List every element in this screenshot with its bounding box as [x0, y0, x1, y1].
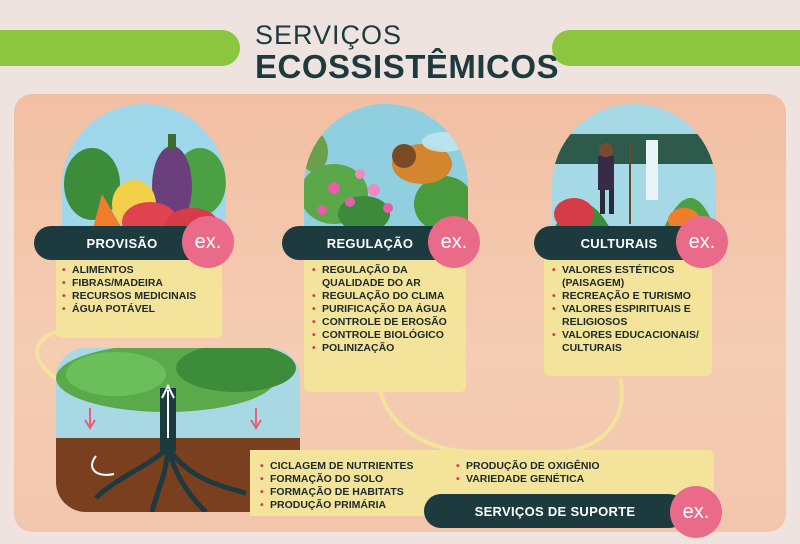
list-item: CICLAGEM DE NUTRIENTES	[260, 460, 414, 473]
regulation-label: REGULAÇÃO	[282, 226, 458, 260]
support-list-box: CICLAGEM DE NUTRIENTES FORMAÇÃO DO SOLO …	[250, 450, 714, 516]
green-accent-bar-right	[552, 30, 800, 66]
regulation-example-badge: ex.	[428, 216, 480, 268]
support-list-left: CICLAGEM DE NUTRIENTES FORMAÇÃO DO SOLO …	[260, 460, 414, 512]
cultural-illustration	[552, 104, 716, 232]
regulation-list-box: REGULAÇÃO DA QUALIDADE DO AR REGULAÇÃO D…	[304, 250, 466, 392]
provision-list: ALIMENTOS FIBRAS/MADEIRA RECURSOS MEDICI…	[56, 250, 222, 316]
list-item: VARIEDADE GENÉTICA	[456, 473, 600, 486]
list-item: VALORES ESTÉTICOS (PAISAGEM)	[552, 264, 704, 290]
list-item: PURIFICAÇÃO DA ÁGUA	[312, 303, 458, 316]
list-item: RECREAÇÃO E TURISMO	[552, 290, 704, 303]
vegetables-icon	[62, 104, 226, 232]
list-item: VALORES EDUCACIONAIS/ CULTURAIS	[552, 329, 704, 355]
list-item: REGULAÇÃO DO CLIMA	[312, 290, 458, 303]
green-accent-bar-left	[0, 30, 240, 66]
list-item: ÁGUA POTÁVEL	[62, 303, 214, 316]
title-line-2: ECOSSISTÊMICOS	[255, 48, 560, 85]
support-list-right: PRODUÇÃO DE OXIGÊNIO VARIEDADE GENÉTICA	[456, 460, 600, 486]
hiker-waterfall-icon	[552, 104, 716, 232]
provision-label: PROVISÃO	[34, 226, 210, 260]
list-item: CONTROLE BIOLÓGICO	[312, 329, 458, 342]
list-item: PRODUÇÃO PRIMÁRIA	[260, 499, 414, 512]
cultural-list: VALORES ESTÉTICOS (PAISAGEM) RECREAÇÃO E…	[544, 250, 712, 355]
list-item: FIBRAS/MADEIRA	[62, 277, 214, 290]
list-item: REGULAÇÃO DA QUALIDADE DO AR	[312, 264, 458, 290]
list-item: VALORES ESPIRITUAIS E RELIGIOSOS	[552, 303, 704, 329]
list-item: FORMAÇÃO DO SOLO	[260, 473, 414, 486]
regulation-illustration	[304, 104, 468, 232]
list-item: ALIMENTOS	[62, 264, 214, 277]
support-example-badge: ex.	[670, 486, 722, 538]
list-item: POLINIZAÇÃO	[312, 342, 458, 355]
cultural-list-box: VALORES ESTÉTICOS (PAISAGEM) RECREAÇÃO E…	[544, 250, 712, 376]
cultural-label: CULTURAIS	[534, 226, 704, 260]
list-item: FORMAÇÃO DE HABITATS	[260, 486, 414, 499]
provision-illustration	[62, 104, 226, 232]
list-item: CONTROLE DE EROSÃO	[312, 316, 458, 329]
list-item: RECURSOS MEDICINAIS	[62, 290, 214, 303]
bee-flowers-icon	[304, 104, 468, 232]
provision-example-badge: ex.	[182, 216, 234, 268]
page-title: SERVIÇOS ECOSSISTÊMICOS	[255, 20, 559, 84]
list-item: PRODUÇÃO DE OXIGÊNIO	[456, 460, 600, 473]
regulation-list: REGULAÇÃO DA QUALIDADE DO AR REGULAÇÃO D…	[304, 250, 466, 355]
support-label: SERVIÇOS DE SUPORTE	[424, 494, 686, 528]
title-line-1: SERVIÇOS	[255, 20, 403, 50]
cultural-example-badge: ex.	[676, 216, 728, 268]
